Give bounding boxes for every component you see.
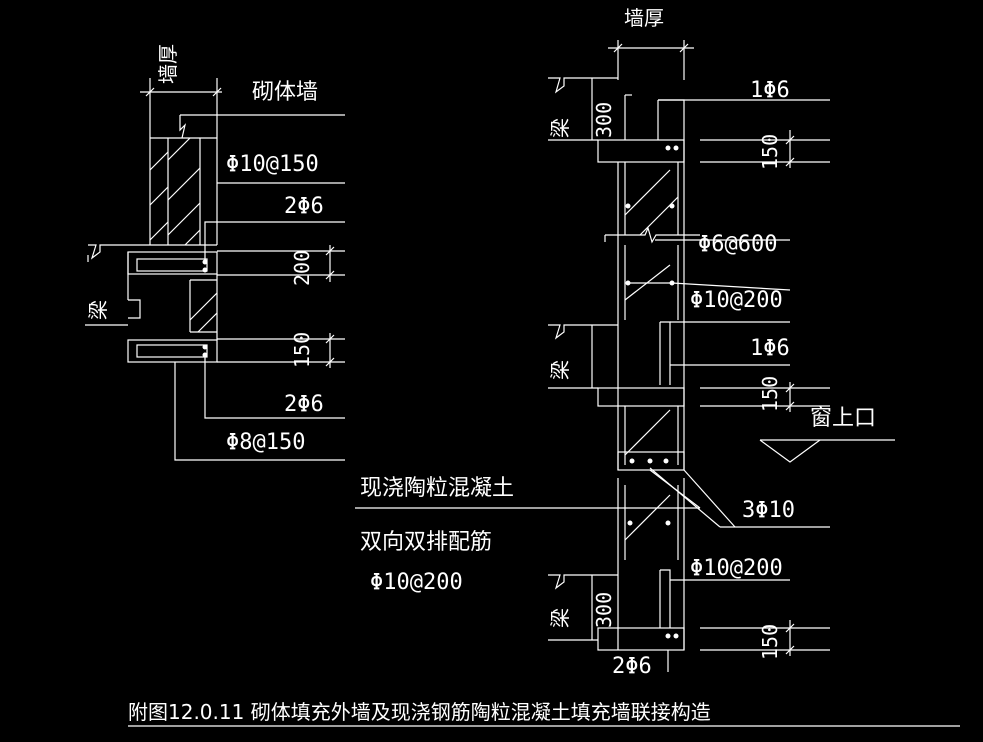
cast-concrete-note: 现浇陶粒混凝土 <box>360 476 515 501</box>
right-dim-150-top: 150 <box>758 133 782 170</box>
right-rebar-phi6-600: Φ6@600 <box>698 232 778 257</box>
right-rebar-3phi10: 3Φ10 <box>742 498 795 523</box>
right-rebar-phi10-200-a: Φ10@200 <box>690 288 783 313</box>
middle-leaders <box>355 469 701 509</box>
right-dim-300-top: 300 <box>592 101 616 138</box>
left-dim-200: 200 <box>290 249 314 286</box>
right-rebar-phi10-200-b: Φ10@200 <box>690 556 783 581</box>
left-detail-geometry <box>85 78 345 461</box>
right-dim-300-bottom: 300 <box>592 591 616 628</box>
left-rebar-bottom-stirrup: Φ8@150 <box>226 430 306 455</box>
left-rebar-top-bars: 2Φ6 <box>284 194 324 219</box>
double-reinforcement-note: 双向双排配筋 <box>360 530 493 555</box>
right-beam-bottom-label: 梁 <box>548 608 572 628</box>
right-window-top-label: 窗上口 <box>810 406 877 431</box>
right-detail-geometry <box>548 40 895 672</box>
left-dim-150: 150 <box>290 331 314 368</box>
left-rebar-bottom-bars: 2Φ6 <box>284 392 324 417</box>
right-dim-150-mid: 150 <box>758 375 782 412</box>
right-beam-mid-label: 梁 <box>548 360 572 380</box>
right-rebar-1phi6-top: 1Φ6 <box>750 78 790 103</box>
figure-title: 附图12.0.11 砌体填充外墙及现浇钢筋陶粒混凝土填充墙联接构造 <box>128 700 711 724</box>
left-beam-label: 梁 <box>86 300 110 320</box>
left-masonry-wall-label: 砌体墙 <box>252 80 319 105</box>
left-wall-thickness-label: 墙厚 <box>156 44 180 84</box>
middle-rebar-note: Φ10@200 <box>370 570 463 595</box>
right-dim-150-bottom: 150 <box>758 623 782 660</box>
right-rebar-2phi6-bottom: 2Φ6 <box>612 654 652 679</box>
right-wall-thickness-label: 墙厚 <box>624 6 664 30</box>
right-rebar-1phi6-mid: 1Φ6 <box>750 336 790 361</box>
right-beam-top-label: 梁 <box>548 118 572 138</box>
left-rebar-top-stirrup: Φ10@150 <box>226 152 319 177</box>
